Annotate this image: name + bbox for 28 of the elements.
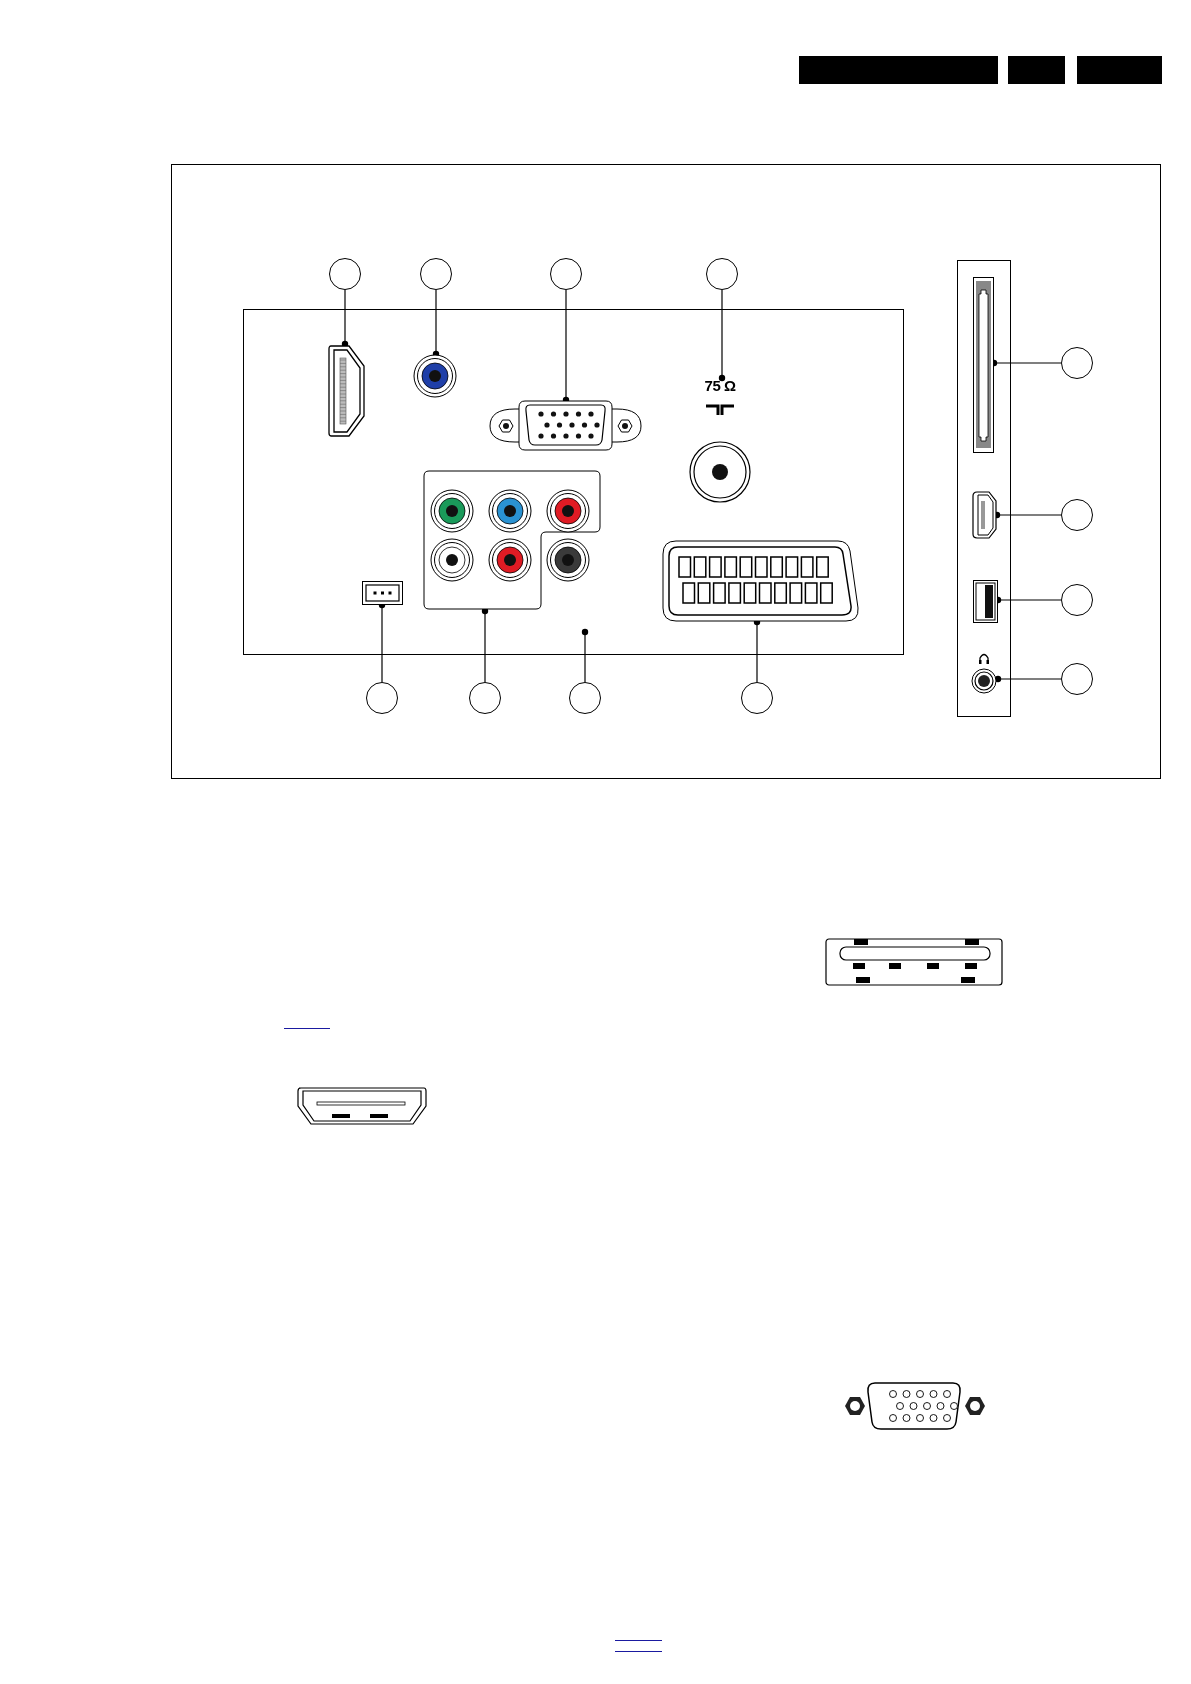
- callout-circle: [366, 682, 398, 714]
- leader-line: [481, 607, 489, 683]
- callout-circle: [1061, 584, 1093, 616]
- leader-line: [994, 675, 1062, 683]
- callout-circle: [1061, 499, 1093, 531]
- leader-line: [718, 289, 726, 382]
- impedance-label: 75 Ω: [703, 378, 737, 394]
- card-slot-drawing: [973, 277, 994, 453]
- leader-line: [432, 289, 440, 358]
- vga-port-drawing: [489, 400, 642, 451]
- callout-circle: [469, 682, 501, 714]
- leader-line: [341, 289, 349, 348]
- callout-circle: [706, 258, 738, 290]
- callout-circle: [741, 682, 773, 714]
- callout-circle: [1061, 663, 1093, 695]
- leader-line: [581, 628, 589, 683]
- rca-socket-drawing: [413, 354, 457, 398]
- scart-socket-drawing: [662, 540, 859, 622]
- callout-circle: [1061, 347, 1093, 379]
- hdmi-port-drawing: [972, 491, 997, 539]
- callout-circle: [420, 258, 452, 290]
- hdmi-port-drawing: [327, 344, 367, 438]
- callout-circle: [569, 682, 601, 714]
- usb-port-drawing: [973, 580, 998, 623]
- callout-circle: [550, 258, 582, 290]
- callout-circle: [329, 258, 361, 290]
- rca-socket-group-drawing: [423, 470, 602, 611]
- service-connector-drawing: [362, 581, 403, 605]
